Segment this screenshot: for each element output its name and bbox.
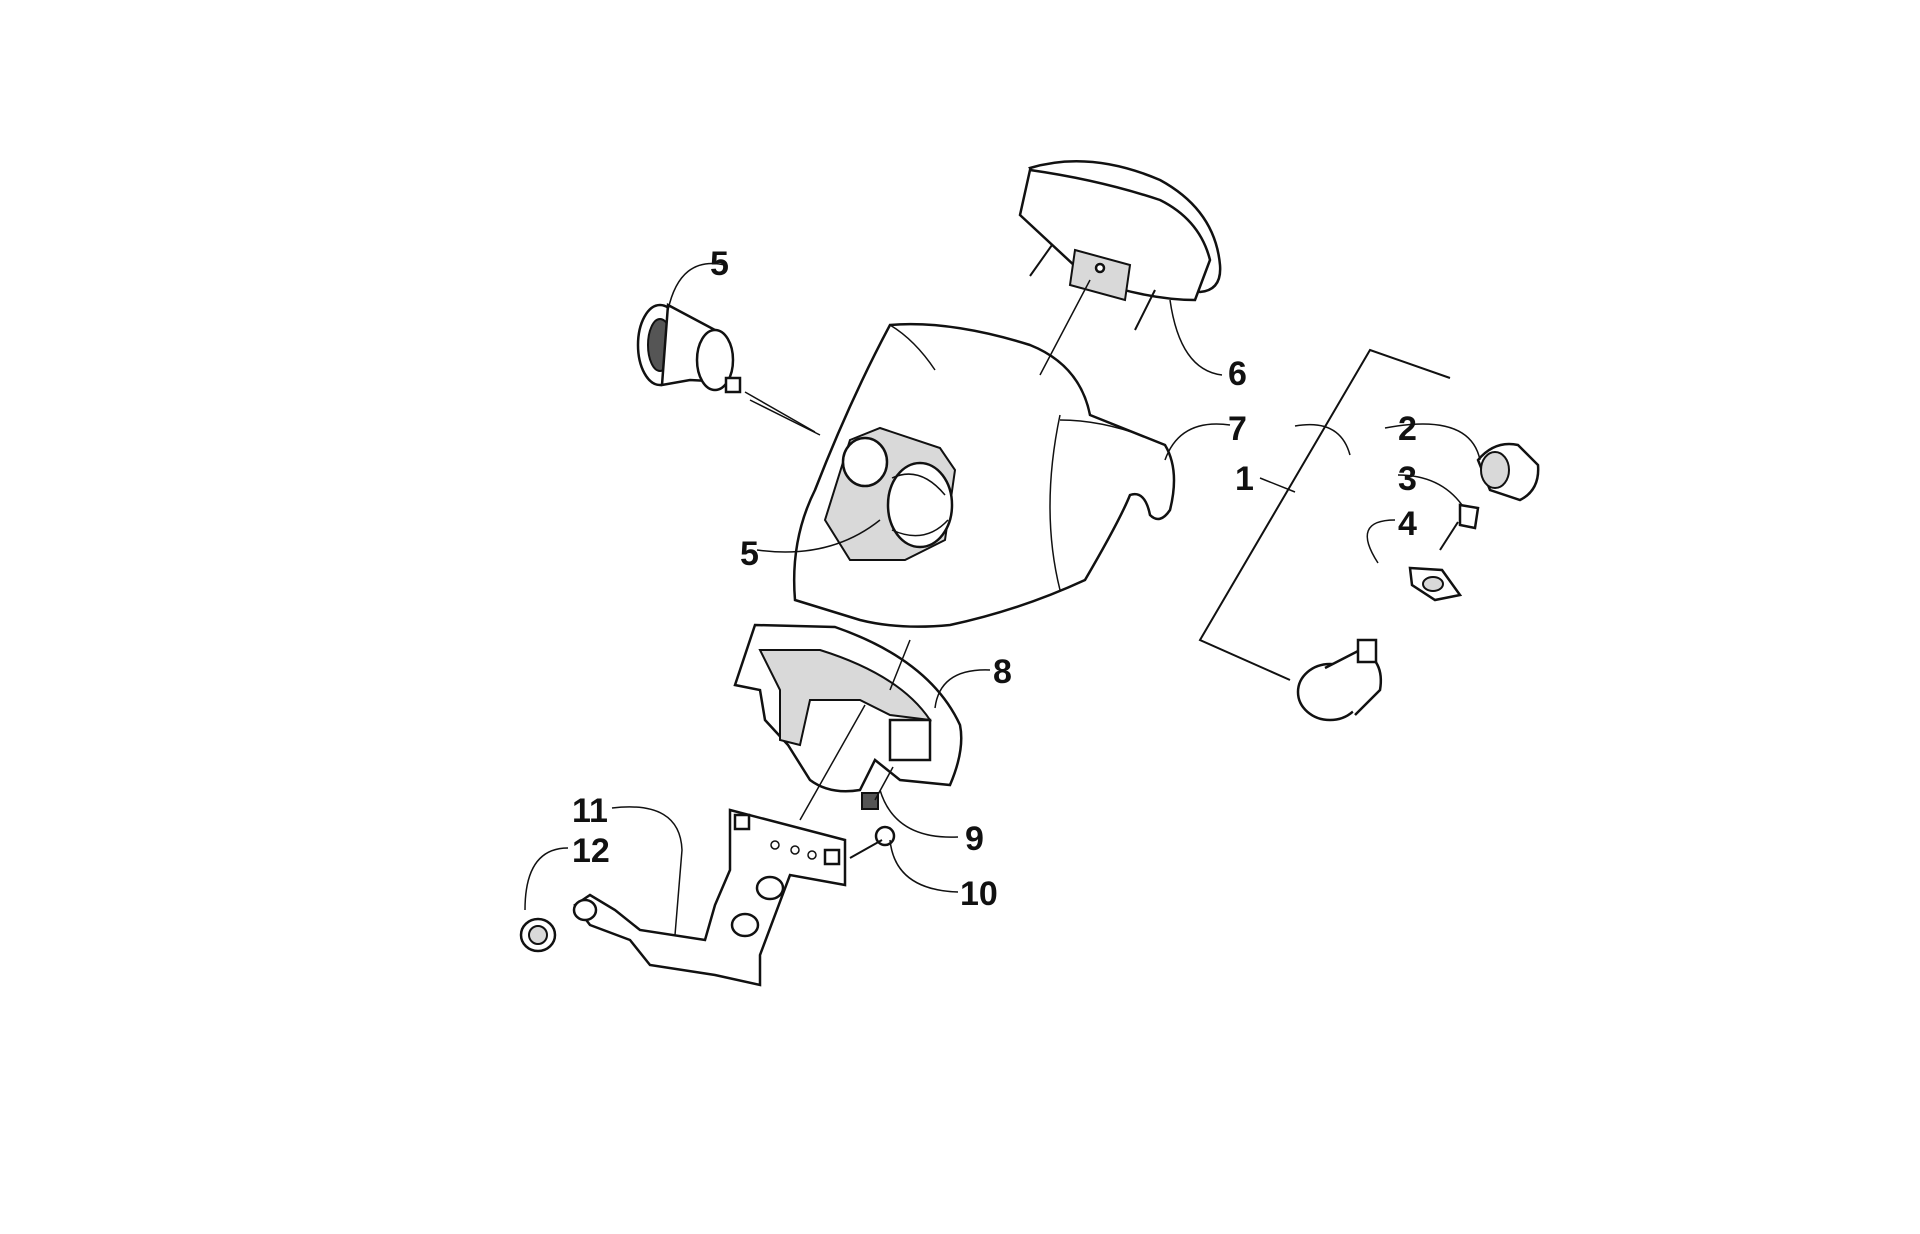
part-6-gauge: [1018, 160, 1222, 331]
callout-11: 11: [572, 792, 608, 830]
group-bracket-1: [1198, 348, 1451, 681]
callout-4: 4: [1398, 505, 1417, 543]
callout-7: 7: [1228, 410, 1247, 448]
part-10-screw: [849, 825, 896, 859]
part-9-clip: [861, 792, 879, 810]
callout-5-lower: 5: [740, 535, 759, 573]
part-8-bezel: [733, 623, 963, 793]
callout-1: 1: [1235, 460, 1254, 498]
part-4-nut: [1408, 566, 1463, 602]
part-3-key: [1439, 503, 1480, 551]
callout-5-upper: 5: [710, 245, 729, 283]
leader-lines: [524, 262, 1481, 936]
callout-3: 3: [1398, 460, 1417, 498]
part-2-switch-body: [1476, 442, 1540, 502]
callout-10: 10: [960, 875, 998, 913]
part-12-grommet: [519, 917, 557, 953]
part-7-pod-housing: [792, 322, 1176, 628]
callout-2: 2: [1398, 410, 1417, 448]
callout-9: 9: [965, 820, 984, 858]
callout-labels: 1 2 3 4 5 5 6 7 8 9 10 11 12: [572, 245, 1417, 913]
part-11-bracket: [572, 808, 847, 987]
callout-12: 12: [572, 832, 610, 870]
callout-8: 8: [993, 653, 1012, 691]
part-5-power-socket: [636, 302, 742, 394]
explosion-lines: [749, 279, 1091, 821]
ignition-switch-assembly: [1296, 638, 1383, 722]
callout-6: 6: [1228, 355, 1247, 393]
